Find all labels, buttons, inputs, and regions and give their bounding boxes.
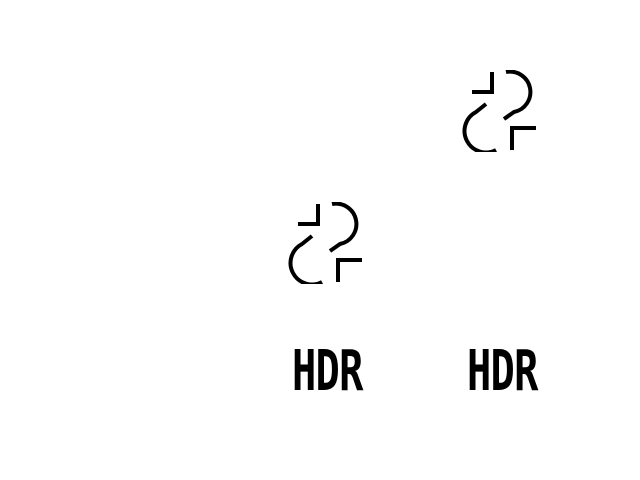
- hdr-label-left: HDR: [292, 339, 363, 404]
- hdr-label-right: HDR: [467, 339, 538, 404]
- hdr-mode-icon: [462, 70, 536, 152]
- hdr-mode-icon: [288, 202, 362, 284]
